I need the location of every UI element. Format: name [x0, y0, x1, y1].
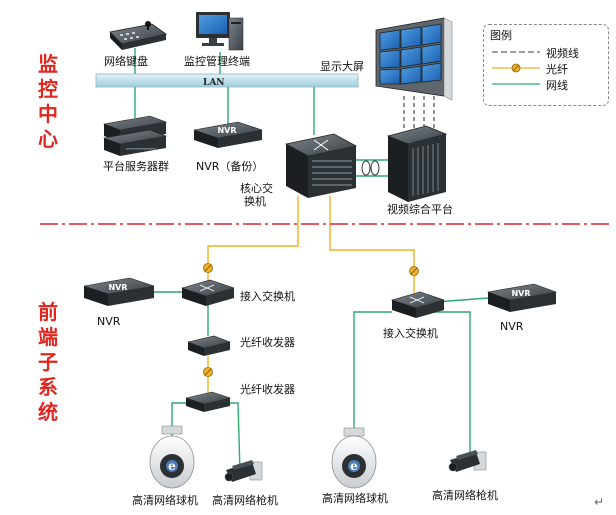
label-keyboard: 网络键盘 — [104, 55, 148, 68]
label-nvr-backup: NVR（备份） — [196, 160, 264, 173]
legend-title: 图例 — [490, 29, 512, 42]
bullet-camera-right-icon — [448, 450, 487, 472]
fiber-transceiver-icon — [186, 335, 232, 356]
label-dome-left: 高清网络球机 — [132, 494, 198, 507]
label-access-switch-left: 接入交换机 — [240, 290, 295, 303]
label-display-wall: 显示大屏 — [320, 60, 364, 73]
fiber-cables — [207, 196, 415, 395]
nvr-device-text: NVR — [108, 283, 127, 292]
network-keyboard-icon — [109, 21, 167, 50]
section-title-center: 监 控 中 心 — [38, 52, 58, 151]
legend-item-fiber: 光纤 — [490, 61, 604, 76]
return-icon: ↵ — [594, 495, 605, 509]
nvr-right-icon: NVR — [486, 283, 558, 312]
fiber-transceiver-icon — [184, 391, 232, 412]
monitoring-terminal-icon — [196, 12, 244, 51]
label-fiber-transceiver-2: 光纤收发器 — [240, 383, 295, 396]
lan-bus — [95, 73, 359, 88]
video-platform-icon — [386, 125, 448, 202]
legend: 图例 视频线 光纤 网线 — [483, 24, 609, 106]
display-wall-icon — [375, 17, 453, 101]
label-access-switch-right: 接入交换机 — [383, 327, 438, 340]
network-cables-center — [134, 48, 388, 177]
label-bullet-left: 高清网络枪机 — [212, 494, 278, 507]
fiber-connector-icon — [203, 263, 419, 377]
label-bullet-right: 高清网络枪机 — [432, 489, 498, 502]
label-lan: LAN — [203, 78, 225, 88]
nvr-backup-icon: NVR — [193, 121, 263, 148]
access-switch-right-icon — [390, 291, 446, 318]
svg-text:e: e — [168, 459, 176, 473]
label-core-switch: 核心交 换机 — [240, 182, 273, 208]
coupler-icon — [361, 160, 380, 176]
legend-item-network: 网线 — [492, 79, 568, 92]
dome-camera-left-icon: e — [149, 425, 195, 489]
nvr-left-icon: NVR — [83, 277, 155, 306]
svg-text:e: e — [350, 459, 358, 473]
video-cables — [403, 96, 435, 128]
label-video-platform: 视频综合平台 — [387, 203, 453, 216]
access-switch-left-icon — [180, 279, 236, 306]
nvr-device-text: NVR — [217, 126, 236, 135]
label-nvr-left: NVR — [97, 315, 121, 328]
label-server-group: 平台服务器群 — [103, 160, 169, 173]
label-fiber-transceiver-1: 光纤收发器 — [240, 336, 295, 349]
section-title-front: 前 端 子 系 统 — [38, 300, 58, 424]
dome-camera-right-icon: e — [331, 427, 377, 489]
core-switch-icon — [284, 133, 358, 198]
server-group-icon — [102, 115, 168, 156]
network-cables-front — [154, 291, 489, 473]
label-dome-right: 高清网络球机 — [322, 492, 388, 505]
bullet-camera-left-icon — [224, 460, 263, 482]
label-nvr-right: NVR — [500, 320, 524, 333]
legend-item-video: 视频线 — [492, 47, 579, 60]
label-mgmt-terminal: 监控管理终端 — [184, 55, 250, 68]
nvr-device-text: NVR — [511, 289, 530, 298]
